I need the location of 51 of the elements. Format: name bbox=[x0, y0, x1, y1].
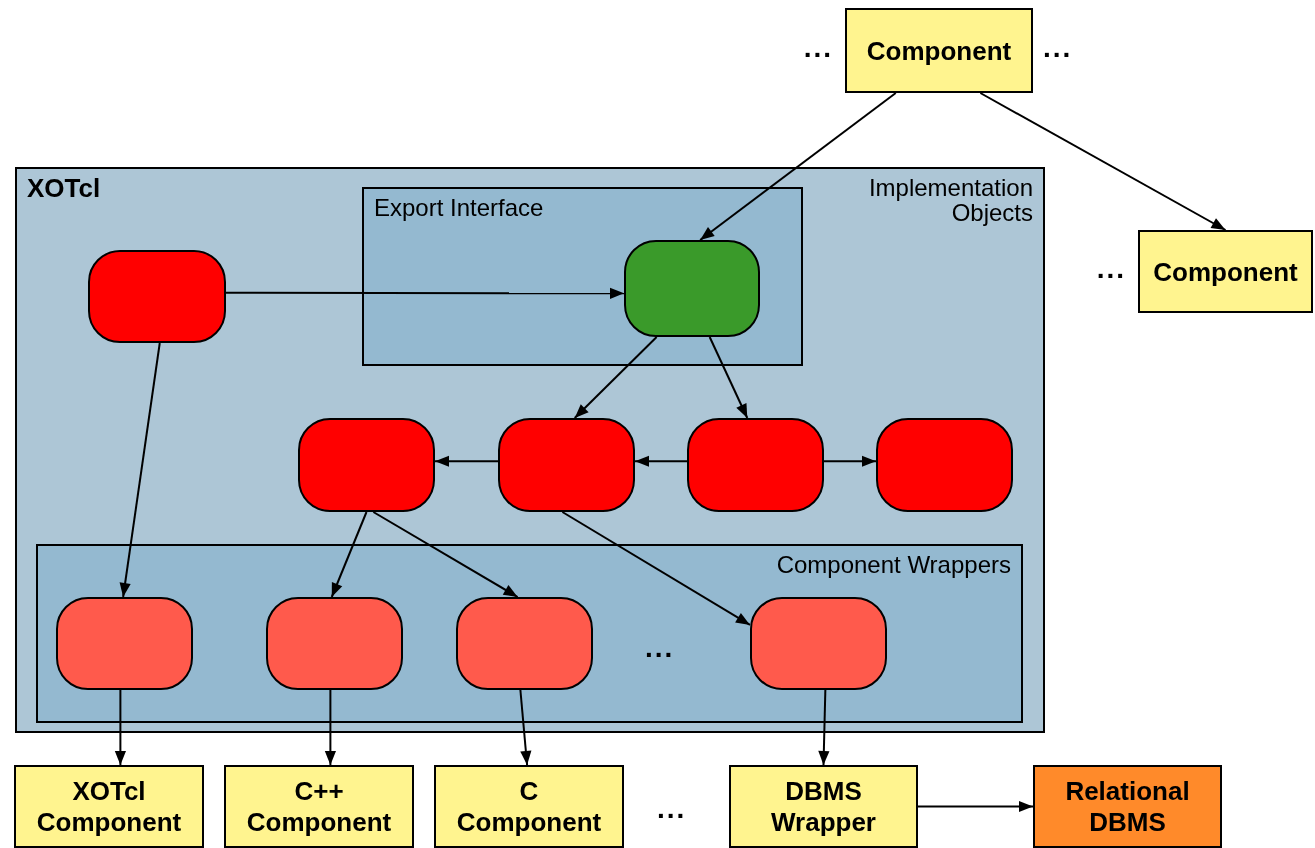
panel-title: Component Wrappers bbox=[776, 552, 1011, 578]
arrow bbox=[324, 689, 336, 766]
arrow bbox=[708, 336, 749, 419]
wrapper-object-node bbox=[56, 597, 193, 690]
wrapper-object-node bbox=[750, 597, 887, 690]
component-label: DBMS Wrapper bbox=[770, 775, 877, 838]
arrow bbox=[818, 689, 830, 766]
wrapper-object-node bbox=[266, 597, 403, 690]
group-panel bbox=[362, 187, 803, 366]
component-label: Relational DBMS bbox=[1064, 775, 1191, 838]
panel-title: Export Interface bbox=[374, 195, 544, 221]
arrow bbox=[573, 336, 658, 419]
arrow bbox=[114, 689, 126, 766]
arrow bbox=[823, 455, 877, 467]
object-node bbox=[876, 418, 1013, 512]
panel-subtitle: Implementation Objects bbox=[867, 175, 1033, 226]
wrapper-object-node bbox=[456, 597, 593, 690]
component-label: XOTcl Component bbox=[35, 775, 183, 838]
object-node bbox=[88, 250, 226, 343]
panel-title: XOTcl bbox=[27, 175, 101, 203]
object-node bbox=[298, 418, 435, 512]
arrow bbox=[225, 287, 625, 299]
arrow bbox=[979, 92, 1227, 231]
object-node bbox=[687, 418, 824, 512]
arrow bbox=[699, 92, 897, 241]
arrow bbox=[372, 511, 519, 598]
component-box bbox=[729, 765, 918, 848]
arrow bbox=[119, 342, 161, 598]
arrow bbox=[519, 689, 532, 766]
ellipsis-label: ... bbox=[803, 31, 833, 64]
arrow bbox=[634, 455, 688, 467]
container-panel bbox=[15, 167, 1045, 733]
object-node bbox=[498, 418, 635, 512]
interface-object-node bbox=[624, 240, 760, 337]
component-box bbox=[14, 765, 204, 848]
ellipsis-label: ... bbox=[657, 793, 687, 825]
component-label: C++ Component bbox=[245, 775, 393, 838]
component-box bbox=[224, 765, 414, 848]
component-label: Component bbox=[865, 35, 1013, 66]
component-label: C Component bbox=[455, 775, 603, 838]
arrow bbox=[434, 455, 499, 467]
group-panel bbox=[36, 544, 1023, 723]
arrow bbox=[917, 800, 1034, 813]
component-box bbox=[434, 765, 624, 848]
ellipsis-label: ... bbox=[1043, 31, 1073, 64]
ellipsis-label: ... bbox=[1096, 252, 1126, 285]
arrow bbox=[561, 511, 751, 626]
component-label: Component bbox=[1152, 256, 1299, 287]
component-box bbox=[1033, 765, 1222, 848]
ellipsis-label: ... bbox=[645, 632, 675, 664]
arrow bbox=[330, 511, 368, 598]
